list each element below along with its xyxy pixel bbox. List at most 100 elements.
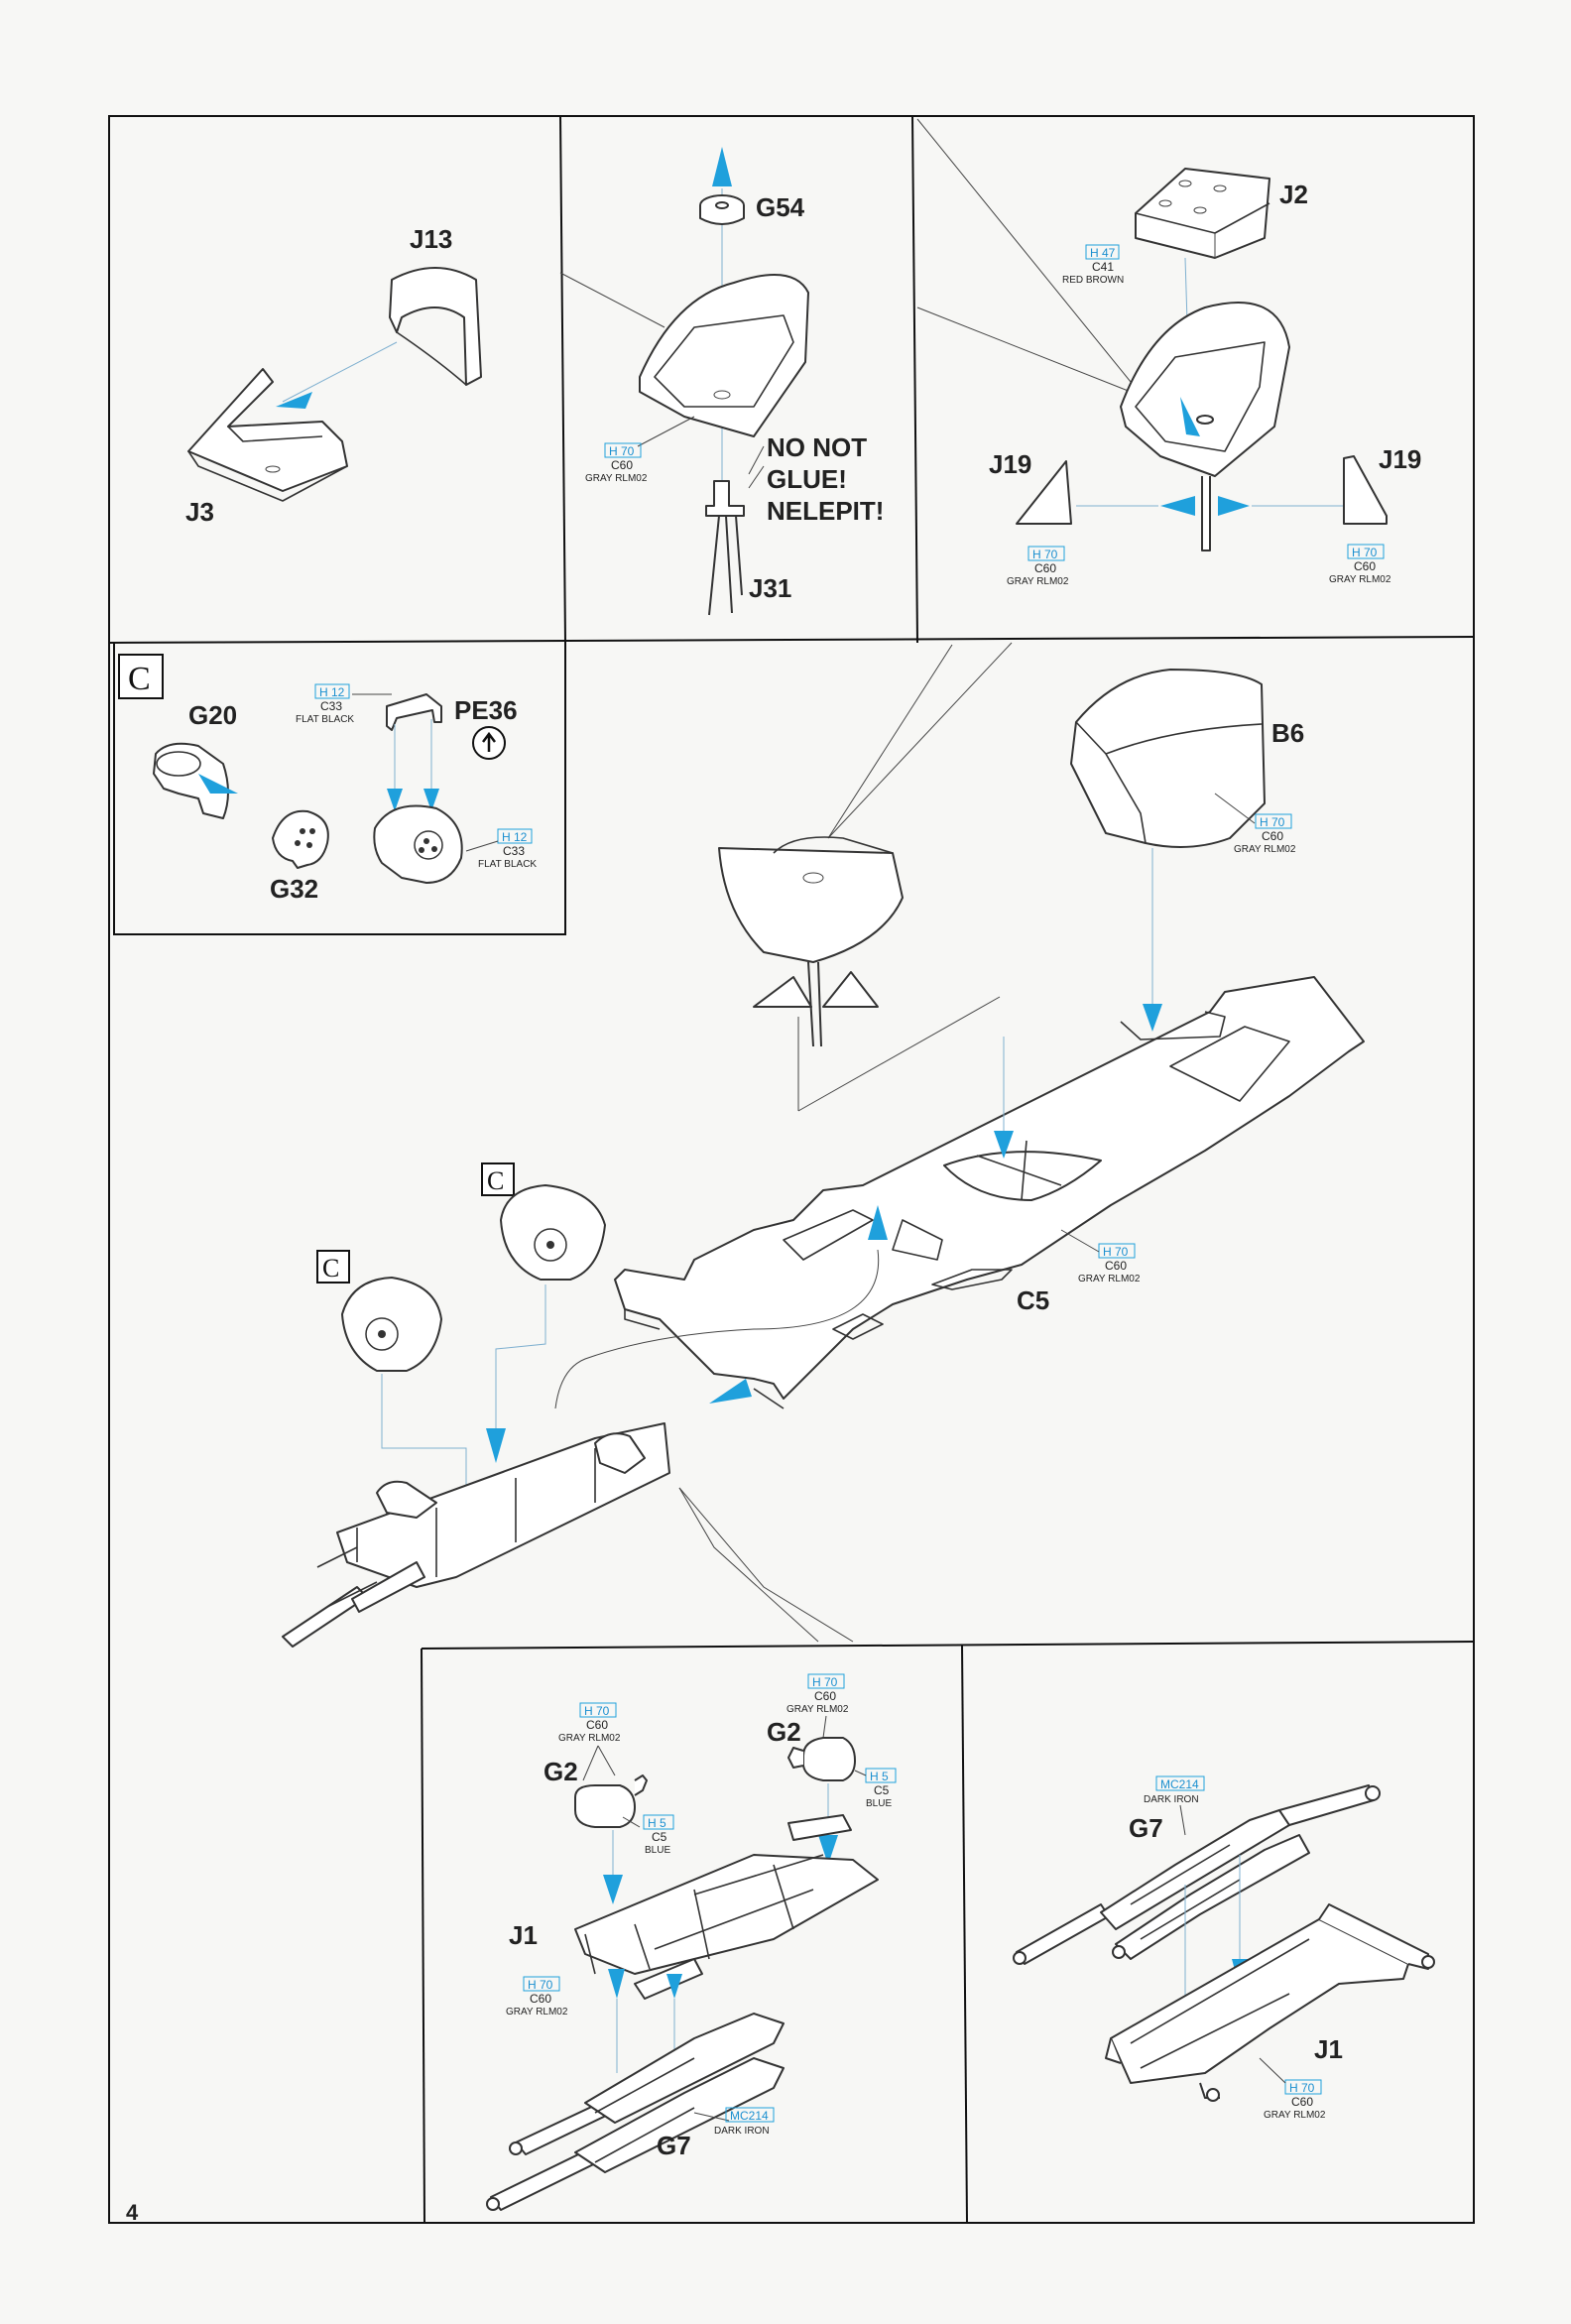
svg-text:GRAY RLM02: GRAY RLM02 [506,2007,568,2018]
paint-callout-red-brown: H 47 C41 RED BROWN [1062,244,1124,286]
svg-text:C5: C5 [874,1783,890,1797]
part-label-g20: G20 [188,700,237,730]
svg-text:MC214: MC214 [1160,1777,1199,1791]
warning-line-3: NELEPIT! [767,496,884,526]
svg-text:FLAT BLACK: FLAT BLACK [478,859,537,870]
main-assembly: B6 H 70 C60 GRAY RLM02 C5 H 70 C60 GRAY … [282,642,1365,1648]
svg-text:C60: C60 [1105,1259,1127,1273]
svg-text:GRAY RLM02: GRAY RLM02 [1078,1274,1141,1284]
part-label-j1-left: J1 [509,1920,538,1950]
svg-text:C60: C60 [1291,2095,1313,2109]
svg-text:MC214: MC214 [730,2109,769,2123]
paint-callout-g7-right: MC214 DARK IRON [1144,1775,1205,1805]
svg-text:H 12: H 12 [319,685,345,699]
panel-frames [108,115,1475,2224]
paint-callout-g2-gray-left: H 70 C60 GRAY RLM02 [558,1702,621,1744]
page-number: 4 [126,2200,139,2225]
part-label-g54: G54 [756,192,805,222]
option-c-box-3 [316,1250,350,1284]
svg-text:H 70: H 70 [1032,548,1058,561]
part-label-c5: C5 [1017,1285,1049,1315]
svg-text:H 70: H 70 [1352,546,1378,559]
paint-callout-seat: H 70 C60 GRAY RLM02 [585,442,648,484]
svg-text:GRAY RLM02: GRAY RLM02 [1329,574,1391,585]
svg-text:BLUE: BLUE [866,1798,892,1809]
svg-text:RED BROWN: RED BROWN [1062,275,1124,286]
panel-seat-g54: G54 H 70 C60 GRAY RLM02 NO NOT GLUE! NEL… [559,147,884,616]
svg-text:H 70: H 70 [812,1675,838,1689]
svg-text:C60: C60 [1262,829,1283,843]
svg-text:GRAY RLM02: GRAY RLM02 [1264,2110,1326,2121]
paint-callout-g2-blue-left: H 5 C5 BLUE [643,1814,674,1856]
part-label-g2-left: G2 [544,1757,578,1786]
paint-callout-j19-right: H 70 C60 GRAY RLM02 [1329,544,1391,585]
panel-g2-j1-g7: H 70 C60 GRAY RLM02 G2 H 5 C5 BLUE H 70 … [486,1673,897,2211]
option-c-box [118,654,164,699]
svg-text:C60: C60 [611,458,633,472]
svg-text:H 70: H 70 [528,1978,553,1992]
part-label-j3: J3 [185,497,214,527]
panel-j3-j13: J13 J3 [185,224,482,527]
part-label-b6: B6 [1271,718,1304,748]
paint-callout-j19-left: H 70 C60 GRAY RLM02 [1007,546,1069,587]
part-label-j2: J2 [1279,180,1308,209]
paint-callout-b6: H 70 C60 GRAY RLM02 [1234,813,1296,855]
svg-text:H 47: H 47 [1090,246,1116,260]
svg-text:GRAY RLM02: GRAY RLM02 [558,1733,621,1744]
svg-text:H 5: H 5 [870,1770,889,1783]
svg-text:H 70: H 70 [1289,2081,1315,2095]
svg-text:C: C [322,1254,339,1283]
svg-text:C41: C41 [1092,260,1114,274]
svg-text:BLUE: BLUE [645,1845,670,1856]
option-c-letter: C [128,661,151,697]
svg-text:DARK IRON: DARK IRON [714,2126,770,2137]
part-label-j1-right: J1 [1314,2034,1343,2064]
svg-text:GRAY RLM02: GRAY RLM02 [786,1704,849,1715]
svg-text:C33: C33 [320,699,342,713]
svg-text:H 70: H 70 [1260,815,1285,829]
part-label-g7-right: G7 [1129,1813,1163,1843]
svg-text:C60: C60 [814,1689,836,1703]
panel-option-c: C G20 G32 H 12 C33 FLAT BLACK PE36 [118,654,537,904]
panel-g7-j1-right: MC214 DARK IRON G7 J1 H 70 C60 GRAY RLM0… [1013,1775,1435,2121]
svg-text:H 70: H 70 [584,1704,610,1718]
svg-text:C: C [487,1166,504,1195]
paint-callout-flat-black-2: H 12 C33 FLAT BLACK [478,828,537,870]
svg-text:H 5: H 5 [648,1816,666,1830]
part-label-j19-right: J19 [1379,444,1421,474]
svg-text:C60: C60 [530,1992,551,2006]
svg-text:H 70: H 70 [1103,1245,1129,1259]
part-label-g2-right: G2 [767,1717,801,1747]
paint-callout-j1-left: H 70 C60 GRAY RLM02 [506,1976,568,2018]
option-c-box-2 [481,1162,515,1196]
paint-callout-c5: H 70 C60 GRAY RLM02 [1078,1243,1141,1284]
part-label-j13: J13 [410,224,452,254]
paint-callout-g7-left: MC214 DARK IRON [714,2107,775,2137]
panel-j2-j19: J2 H 47 C41 RED BROWN J19 J19 H 70 C60 G… [916,118,1421,587]
svg-text:GRAY RLM02: GRAY RLM02 [1007,576,1069,587]
svg-text:C33: C33 [503,844,525,858]
part-label-g32: G32 [270,874,318,904]
svg-text:FLAT BLACK: FLAT BLACK [296,714,354,725]
svg-text:C60: C60 [1034,561,1056,575]
part-label-j19-left: J19 [989,449,1031,479]
svg-text:H 70: H 70 [609,444,635,458]
svg-text:GRAY RLM02: GRAY RLM02 [585,473,648,484]
svg-text:C5: C5 [652,1830,667,1844]
part-label-pe36: PE36 [454,695,518,725]
paint-callout-g2-blue-right: H 5 C5 BLUE [865,1768,897,1809]
svg-text:DARK IRON: DARK IRON [1144,1794,1199,1805]
paint-callout-g2-gray-right: H 70 C60 GRAY RLM02 [786,1673,849,1715]
warning-line-2: GLUE! [767,464,847,494]
paint-callout-j1-right: H 70 C60 GRAY RLM02 [1264,2079,1326,2121]
svg-text:C60: C60 [1354,559,1376,573]
svg-text:C60: C60 [586,1718,608,1732]
svg-text:H 12: H 12 [502,830,528,844]
svg-text:GRAY RLM02: GRAY RLM02 [1234,844,1296,855]
warning-line-1: NO NOT [767,432,867,462]
part-label-j31: J31 [749,573,791,603]
paint-callout-flat-black-1: H 12 C33 FLAT BLACK [296,683,354,725]
part-label-g7-left: G7 [657,2131,691,2160]
